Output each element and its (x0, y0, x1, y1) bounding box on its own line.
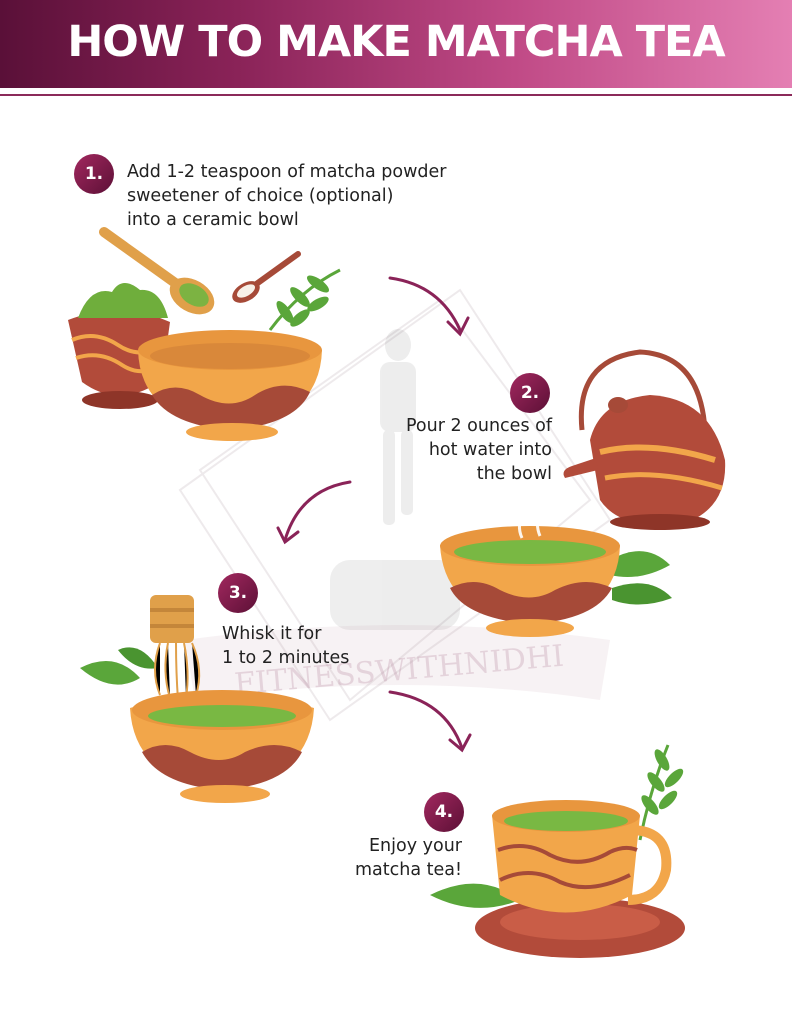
step-1-line: Add 1-2 teaspoon of matcha powder (127, 162, 447, 182)
ceramic-bowl-whisked (130, 690, 314, 803)
step-4-line: matcha tea! (355, 860, 462, 880)
step-3-line: Whisk it for (222, 624, 322, 644)
header-divider (0, 94, 792, 96)
arrow-3-to-4 (388, 690, 472, 753)
ceramic-bowl-empty (138, 330, 322, 441)
leaf-sprig-1 (268, 268, 341, 331)
title-banner: HOW TO MAKE MATCHA TEA (0, 0, 792, 88)
leaves-step-4 (430, 883, 520, 908)
teapot-illustration (563, 349, 726, 530)
leaf-sprig-4 (638, 744, 684, 841)
step-4-badge: 4. (424, 792, 464, 832)
step-3-text: Whisk it for 1 to 2 minutes (222, 622, 349, 670)
matcha-spoon-illustration (99, 227, 215, 315)
bamboo-whisk-illustration (150, 595, 201, 701)
step-3-badge: 3. (218, 573, 258, 613)
step-2-line: hot water into (428, 440, 552, 460)
sweetener-spoon-illustration (232, 251, 301, 303)
step-1-badge: 1. (74, 154, 114, 194)
step-2-text: Pour 2 ounces of hot water into the bowl (360, 414, 552, 486)
teacup-illustration (475, 800, 685, 958)
step-4-line: Enjoy your (369, 836, 462, 856)
step-1-line: into a ceramic bowl (127, 210, 299, 230)
leaves-step-3 (80, 647, 158, 685)
ceramic-bowl-with-water (440, 507, 672, 637)
step-1-line: sweetener of choice (optional) (127, 186, 394, 206)
step-2-line: the bowl (476, 464, 552, 484)
step-2-line: Pour 2 ounces of (405, 416, 552, 436)
arrow-1-to-2 (388, 276, 470, 337)
step-3-line: 1 to 2 minutes (222, 648, 350, 668)
step-2-badge: 2. (510, 373, 550, 413)
step-1-text: Add 1-2 teaspoon of matcha powder sweete… (127, 160, 447, 232)
page-title: HOW TO MAKE MATCHA TEA (67, 17, 725, 67)
arrow-2-to-3 (276, 480, 352, 545)
step-4-text: Enjoy your matcha tea! (320, 834, 462, 882)
